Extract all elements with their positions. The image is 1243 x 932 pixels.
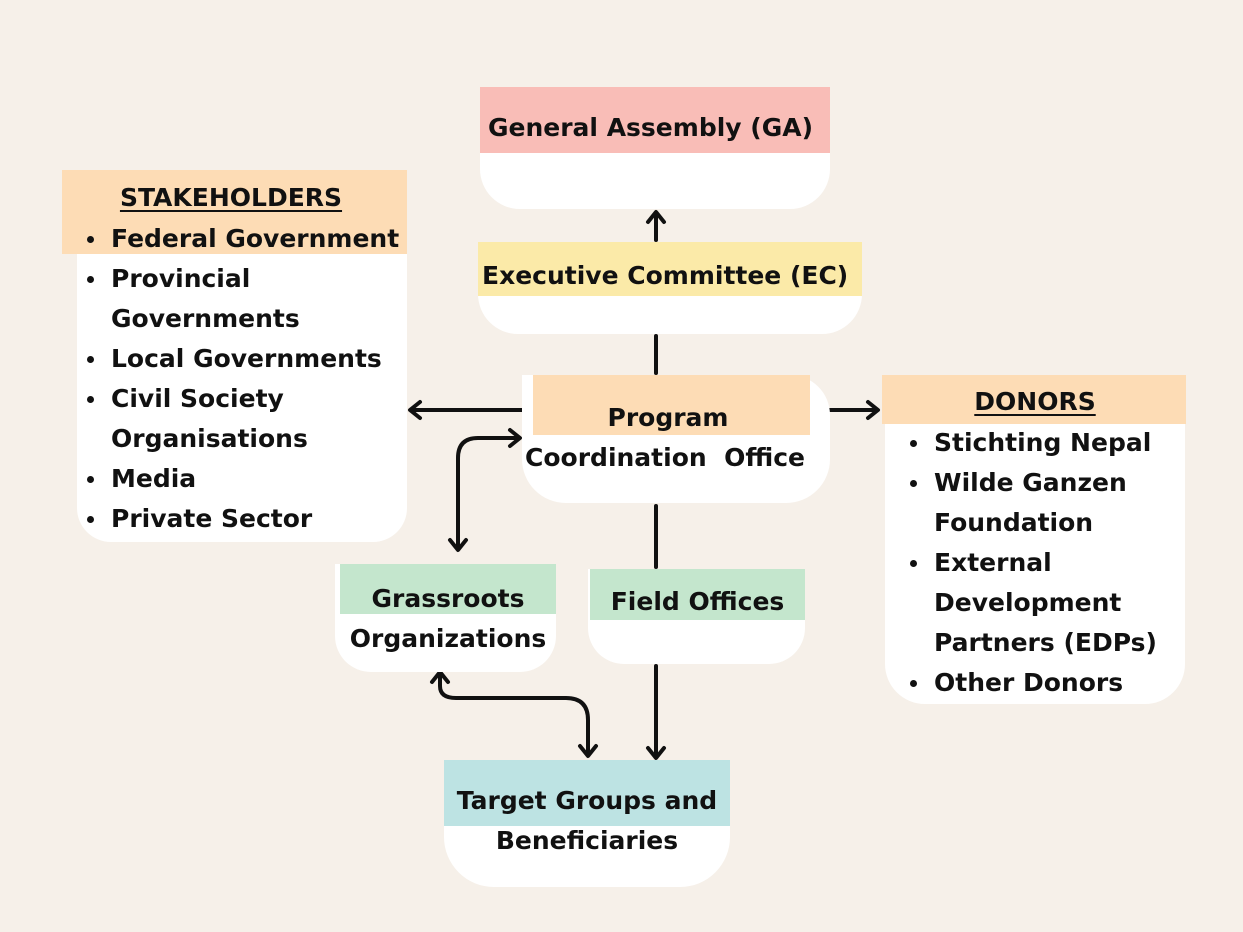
list-item: Wilde Ganzen xyxy=(904,463,1157,503)
arrowhead-grassroots-up xyxy=(430,670,450,684)
arrowhead-donors xyxy=(866,400,880,420)
arrowhead-target-grassroots xyxy=(578,744,598,758)
field-offices-band xyxy=(590,569,805,620)
donors-band xyxy=(882,375,1186,424)
list-item-continuation: Foundation xyxy=(934,508,1094,537)
list-item: Media xyxy=(81,459,399,499)
arrow-grassroots-target xyxy=(438,672,590,756)
general-assembly-label: General Assembly (GA) xyxy=(488,113,813,142)
list-item: Civil Society xyxy=(81,379,399,419)
field-offices-label: Field Offices xyxy=(610,587,785,616)
list-item-continuation: Development xyxy=(934,588,1122,617)
grassroots-band xyxy=(340,564,556,614)
executive-committee-label: Executive Committee (EC) xyxy=(482,261,849,290)
stakeholders-band xyxy=(62,170,407,254)
donors-list: Stichting Nepal Wilde Ganzen Foundation … xyxy=(904,423,1157,703)
stakeholders-list: Federal Government Provincial Government… xyxy=(81,219,399,539)
list-item-continuation: Organisations xyxy=(111,424,308,453)
list-item-continuation: Partners (EDPs) xyxy=(934,628,1157,657)
stakeholders-title: STAKEHOLDERS xyxy=(119,183,343,212)
list-item: External xyxy=(904,543,1157,583)
arrowhead-stakeholders xyxy=(408,400,422,420)
target-groups-line1: Target Groups and xyxy=(456,786,718,815)
arrowhead-grassroots xyxy=(448,538,468,552)
arrowhead-ga xyxy=(646,210,666,224)
list-item: Private Sector xyxy=(81,499,399,539)
grassroots-line1: Grassroots xyxy=(371,584,525,613)
grassroots-line2: Organizations xyxy=(349,624,547,653)
program-office-line1: Program xyxy=(607,403,729,432)
donors-title: DONORS xyxy=(974,387,1096,416)
program-office-band xyxy=(533,375,810,435)
general-assembly-band xyxy=(480,87,830,153)
program-office-line2: Coordination Office xyxy=(525,443,805,472)
donors-card xyxy=(885,375,1185,704)
list-item: Other Donors xyxy=(904,663,1157,703)
executive-committee-band xyxy=(478,242,862,296)
arrow-program-grassroots xyxy=(456,436,520,548)
list-item: Federal Government xyxy=(81,219,399,259)
list-item: Provincial xyxy=(81,259,399,299)
list-item-continuation: Governments xyxy=(111,304,300,333)
target-groups-line2: Beneficiaries xyxy=(495,826,679,855)
list-item: Stichting Nepal xyxy=(904,423,1157,463)
arrowhead-program xyxy=(508,428,522,448)
target-groups-band xyxy=(444,760,730,826)
list-item: Local Governments xyxy=(81,339,399,379)
arrowhead-target-field xyxy=(646,746,666,760)
